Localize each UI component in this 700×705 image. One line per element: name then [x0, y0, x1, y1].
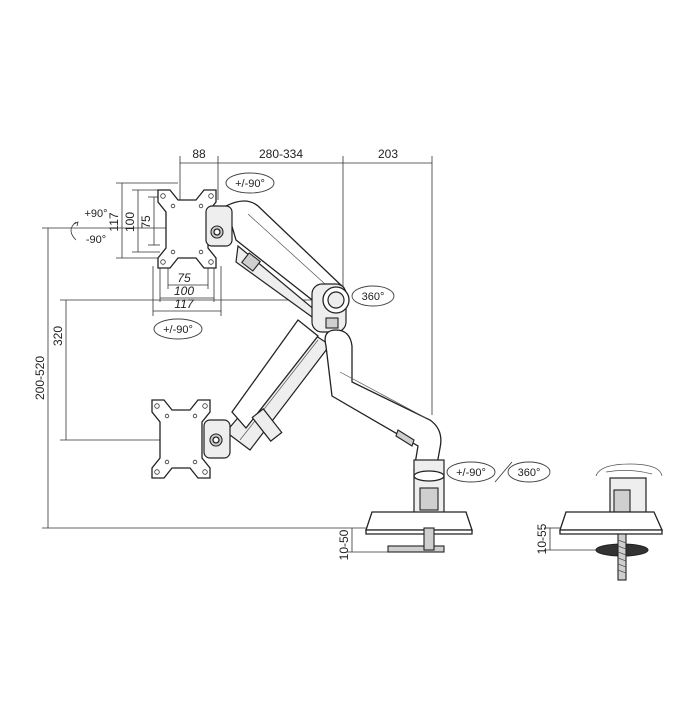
dim-vesa-v-117: 117 — [107, 212, 121, 231]
lower-arm-position — [225, 319, 331, 451]
dimension-labels: 88 280-334 203 117 100 75 75 100 117 200… — [33, 147, 549, 560]
dim-total-height: 200-520 — [33, 356, 47, 400]
svg-text:+/-90°: +/-90° — [235, 178, 265, 190]
dim-280-334: 280-334 — [259, 147, 303, 161]
dim-vesa-v-75: 75 — [139, 215, 153, 229]
rotation-tilt: +90° -90° — [70, 208, 108, 246]
elbow-joint — [311, 283, 350, 333]
monitor-arm — [225, 200, 473, 553]
column — [413, 459, 445, 517]
post-arm — [324, 329, 442, 471]
svg-text:+/-90°: +/-90° — [456, 467, 486, 479]
svg-text:360°: 360° — [362, 291, 385, 303]
rotation-indicators: +/-90° +90° -90° +/-90° 360° +/-90° 360° — [70, 172, 551, 483]
dim-vesa-h-117: 117 — [174, 297, 194, 311]
svg-text:360°: 360° — [518, 467, 541, 479]
rotation-elbow: 360° — [351, 285, 395, 307]
upper-arm — [225, 200, 345, 331]
desk-clamp — [365, 511, 473, 553]
rotation-vesa-swivel: +/-90° — [153, 318, 203, 340]
vesa-plate-bottom — [151, 399, 231, 479]
dim-vesa-h-100: 100 — [174, 284, 194, 298]
vesa-plate-top — [157, 189, 233, 269]
tilt-down-label: -90° — [86, 234, 106, 246]
dim-vesa-v-100: 100 — [123, 212, 137, 232]
rotation-base-swivel: +/-90° — [446, 461, 496, 483]
tilt-up-label: +90° — [84, 208, 107, 220]
rotation-top-swivel: +/-90° — [225, 172, 275, 194]
dim-arm-height: 320 — [51, 326, 65, 346]
dim-clamp-right: 10-55 — [535, 523, 549, 554]
grommet-mount — [559, 463, 664, 581]
svg-text:+/-90°: +/-90° — [163, 324, 193, 336]
dim-88: 88 — [192, 147, 206, 161]
rotation-base-360: 360° — [507, 461, 551, 483]
dim-clamp-left: 10-50 — [337, 529, 351, 560]
dim-203: 203 — [378, 147, 398, 161]
dim-vesa-h-75: 75 — [177, 271, 191, 285]
